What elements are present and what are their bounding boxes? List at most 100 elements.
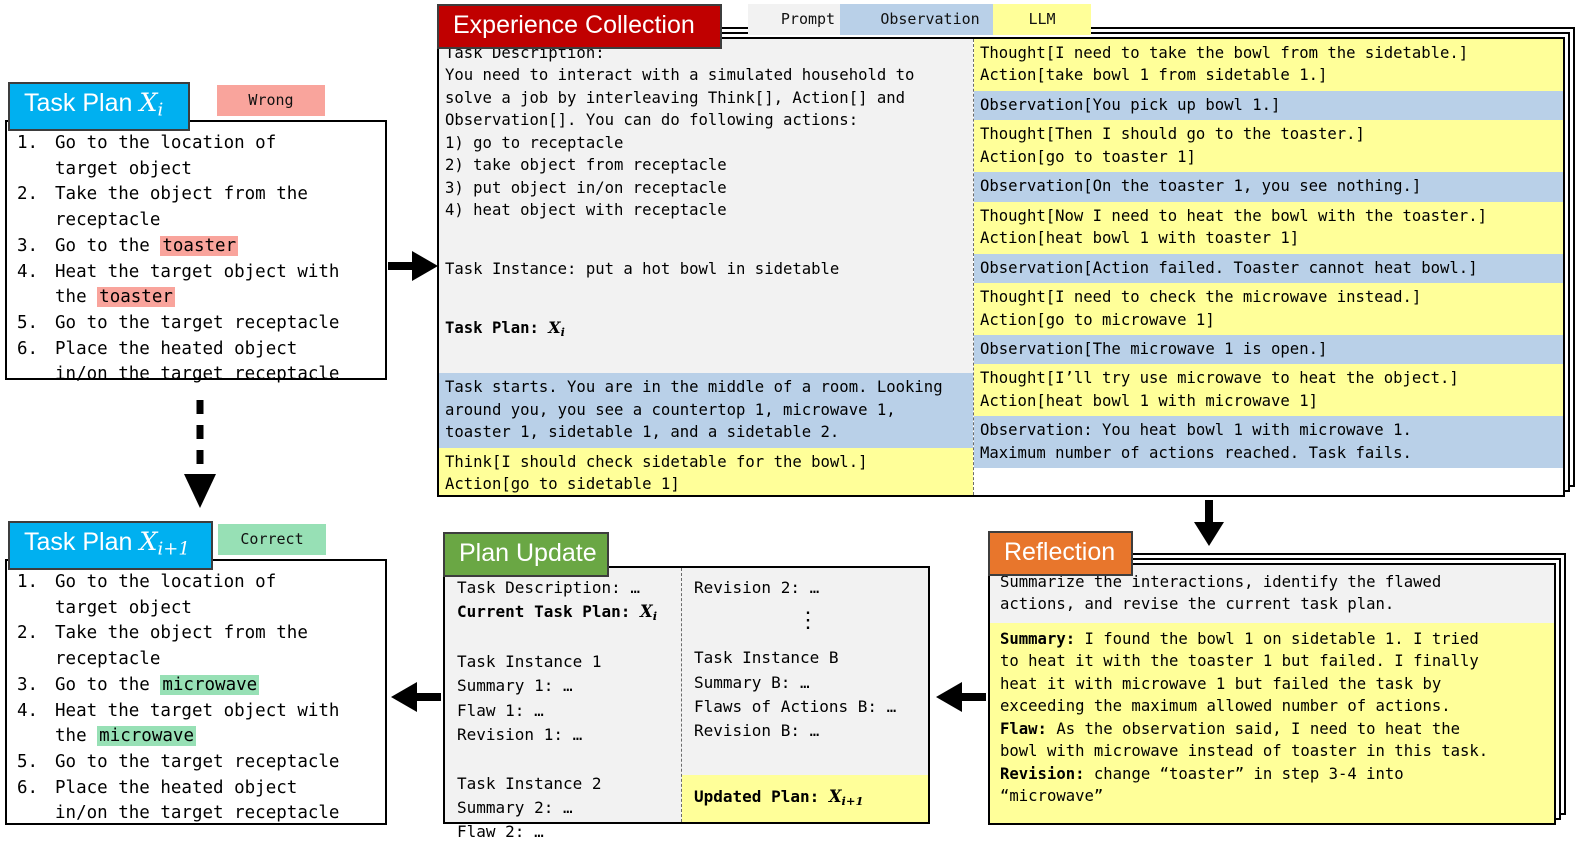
plan-update-line: Task Instance B bbox=[694, 648, 839, 668]
arrow-experience-collection-to-reflection bbox=[1194, 500, 1224, 546]
transcript-block-observation: Observation[On the toaster 1, you see no… bbox=[974, 172, 1563, 202]
plan-step-highlight: microwave bbox=[160, 674, 260, 695]
transcript-block-llm: Thought[I’ll try use microwave to heat t… bbox=[974, 364, 1563, 417]
transcript-block-observation: Observation[Action failed. Toaster canno… bbox=[974, 253, 1563, 284]
plan-update-header: Plan Update bbox=[443, 532, 609, 577]
plan-step-text: Go to the target receptacle bbox=[55, 752, 340, 773]
plan-step-text: Go to the target receptacle bbox=[55, 313, 340, 334]
transcript-block-prompt bbox=[439, 225, 973, 256]
plan-step-number: 1. bbox=[17, 133, 39, 153]
legend-item-llm: LLM bbox=[993, 4, 1091, 35]
task-plan-i1-header: Task Plan Xi+1 bbox=[8, 521, 213, 570]
transcript-block-llm: Thought[I need to check the microwave in… bbox=[974, 283, 1563, 335]
plan-step-number: 6. bbox=[17, 777, 39, 798]
updated-plan-label: Updated Plan: bbox=[694, 786, 829, 806]
plan-step-number: 5. bbox=[17, 752, 39, 773]
arrow-plan-i-to-experience-collection bbox=[388, 251, 438, 281]
plan-step-number: 5. bbox=[17, 313, 39, 334]
plan-update-line: Flaw 1: … bbox=[457, 700, 544, 720]
transcript-block-observation: Task starts. You are in the middle of a … bbox=[439, 373, 973, 448]
plan-update-updated-plan: Updated Plan: Xi+1 bbox=[682, 774, 928, 822]
plan-update-line: Summary 1: … bbox=[457, 676, 573, 696]
task-plan-i1-status-badge: Correct bbox=[218, 524, 326, 555]
reflection-panel: Summarize the interactions, identify the… bbox=[988, 553, 1566, 825]
reflection-header: Reflection bbox=[988, 531, 1133, 576]
plan-update-line: Task Instance 2 bbox=[457, 773, 602, 793]
plan-step-number: 6. bbox=[17, 338, 39, 359]
plan-update-line: Task Instance 1 bbox=[457, 652, 602, 671]
updated-plan-sub: i+1 bbox=[841, 793, 864, 808]
updated-plan-symbol: X bbox=[828, 786, 842, 806]
plan-step-number: 2. bbox=[17, 184, 39, 205]
task-plan-i-status-badge: Wrong bbox=[217, 85, 325, 116]
transcript-block-prompt bbox=[439, 284, 973, 314]
task-plan-i-title-symbol: X bbox=[139, 88, 158, 118]
task-plan-i-title-sub: i bbox=[157, 99, 164, 121]
plan-update-line: Task Description: … bbox=[457, 578, 641, 597]
plan-update-line: Current Task Plan: Xi bbox=[457, 600, 675, 625]
reflection-section-label: Summary: bbox=[1000, 629, 1076, 648]
plan-step: 5. Go to the target receptacle bbox=[17, 311, 377, 337]
plan-update-line bbox=[457, 747, 675, 771]
transcript-block-llm: Thought[I need to take the bowl from the… bbox=[974, 39, 1563, 91]
task-plan-sub: i bbox=[560, 324, 565, 339]
transcript-block-observation: Observation[The microwave 1 is open.] bbox=[974, 334, 1563, 365]
experience-collection-header: Experience Collection bbox=[437, 4, 722, 49]
plan-step-number: 3. bbox=[17, 235, 39, 256]
plan-step-number: 2. bbox=[17, 623, 39, 644]
transcript-block-observation: Observation[You pick up bowl 1.] bbox=[974, 90, 1563, 121]
transcript-block-llm: Think[I should check sidetable for the b… bbox=[439, 447, 973, 495]
reflection-section-label: Flaw: bbox=[1000, 719, 1047, 738]
experience-collection-left-column: Task Description: You need to interact w… bbox=[439, 39, 974, 495]
arrow-plan-update-to-plan-i1 bbox=[391, 682, 441, 712]
plan-update-line-symbol: X bbox=[640, 602, 653, 622]
plan-update-line: Flaws of Actions B: … bbox=[694, 696, 897, 716]
plan-update-line bbox=[457, 626, 675, 650]
plan-step-number: 4. bbox=[17, 700, 39, 721]
plan-step-highlight: toaster bbox=[160, 235, 239, 256]
reflection-body: Summarize the interactions, identify the… bbox=[988, 563, 1556, 825]
legend-item-observation: Observation bbox=[840, 4, 1020, 35]
plan-step: 3. Go to the toaster bbox=[17, 234, 377, 260]
transcript-block-observation: Observation: You heat bowl 1 with microw… bbox=[974, 416, 1563, 469]
transcript-block-prompt bbox=[439, 343, 973, 374]
task-plan-symbol: X bbox=[548, 317, 561, 337]
plan-update-left-column: Task Description: … Current Task Plan: Xi… bbox=[445, 568, 682, 841]
plan-update-line: Revision B: … bbox=[694, 721, 820, 741]
transcript-block-llm: Thought[Then I should go to the toaster.… bbox=[974, 120, 1563, 173]
reflection-output: Summary: I found the bowl 1 on sidetable… bbox=[990, 622, 1554, 816]
arrow-reflection-to-plan-update bbox=[936, 682, 986, 712]
plan-update-line: Revision 1: … bbox=[457, 724, 583, 744]
task-plan-i1-title-prefix: Task Plan bbox=[24, 528, 140, 556]
experience-collection-panel: Task Description: You need to interact w… bbox=[437, 27, 1575, 497]
transcript-block-prompt: Task Description: You need to interact w… bbox=[439, 39, 973, 226]
plan-update-line: Summary B: … bbox=[694, 672, 810, 692]
plan-step: 3.Go to the microwave bbox=[17, 673, 377, 699]
plan-step-text: Go to the toaster bbox=[55, 235, 239, 256]
plan-step-text: Go to the microwave bbox=[55, 674, 260, 695]
reflection-prompt: Summarize the interactions, identify the… bbox=[990, 565, 1554, 623]
plan-update-line-sub: i bbox=[652, 609, 658, 624]
task-plan-i-title-prefix: Task Plan bbox=[24, 89, 140, 117]
plan-step-number: 1. bbox=[17, 572, 39, 592]
task-plan-i1-title-symbol: X bbox=[139, 527, 158, 557]
